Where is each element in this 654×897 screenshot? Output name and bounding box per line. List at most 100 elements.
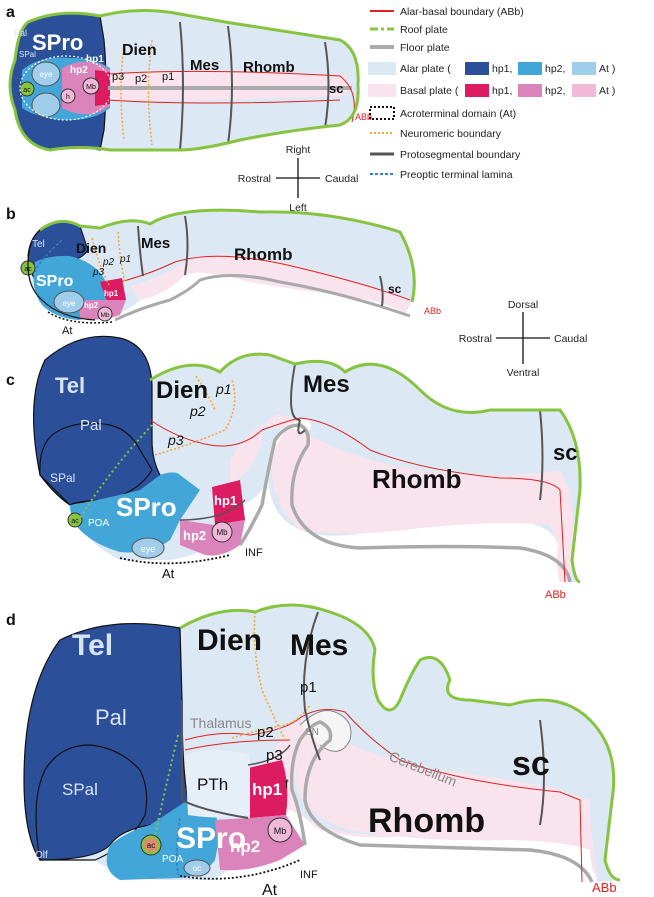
legend-floor: Floor plate [400, 42, 450, 54]
label-c-rhomb: Rhomb [372, 464, 462, 494]
label-d-oc: oc [193, 864, 201, 873]
label-b-hp2: hp2 [84, 301, 99, 310]
label-a-abb: ABb [355, 112, 372, 122]
label-b-p1: p1 [119, 254, 131, 265]
label-d-mb: Mb [274, 826, 287, 836]
label-d-mes: Mes [290, 629, 348, 662]
label-d-p3: p3 [266, 747, 283, 764]
label-c-poa: POA [88, 518, 109, 529]
label-a-p1: p1 [162, 71, 174, 83]
label-b-spro: SPro [36, 273, 74, 290]
label-b-rhomb: Rhomb [234, 245, 293, 264]
panel-label-c: c [6, 372, 15, 389]
label-b-abb: ABb [424, 306, 441, 316]
label-c-hp1: hp1 [214, 493, 237, 508]
label-d-ac: ac [147, 841, 155, 850]
label-c-mb: Mb [216, 528, 228, 537]
panel-label-a: a [6, 4, 15, 21]
label-d-sn: SN [305, 727, 319, 738]
label-a-pal: Pal [14, 28, 27, 38]
axis-dorsal: Dorsal [508, 299, 538, 311]
label-d-hp1: hp1 [252, 780, 282, 799]
label-d-spal: SPal [62, 780, 98, 799]
label-b-p3: p3 [92, 267, 105, 278]
axis-right: Right [286, 144, 311, 156]
label-c-sc: sc [553, 440, 577, 465]
axis-cross-top: Right Left Rostral Caudal [238, 144, 359, 214]
label-b-hp1: hp1 [104, 289, 119, 298]
label-d-sc: sc [512, 745, 550, 783]
label-d-thalamus: Thalamus [190, 715, 251, 731]
label-a-p3: p3 [112, 71, 124, 83]
label-c-tel: Tel [55, 373, 85, 398]
label-d-olf: Olf [35, 850, 48, 861]
axis-ventral: Ventral [507, 367, 540, 379]
label-a-mb: Mb [86, 84, 96, 91]
label-b-p2: p2 [102, 257, 115, 268]
label-a-rhomb: Rhomb [243, 59, 295, 76]
label-b-dien: Dien [76, 240, 106, 256]
label-c-inf: INF [245, 547, 263, 559]
label-b-eye: eye [63, 299, 76, 308]
axis-rostral-side: Rostral [459, 333, 492, 345]
label-c-p3: p3 [167, 432, 184, 448]
label-b-sc: sc [388, 282, 402, 296]
label-c-ac: ac [71, 518, 79, 525]
axis-rostral-top: Rostral [238, 173, 271, 185]
label-d-hp2: hp2 [230, 837, 260, 856]
axis-caudal-side: Caudal [554, 333, 587, 345]
label-b-at: At [62, 325, 72, 337]
legend: Alar-basal boundary (ABb) Roof plate Flo… [368, 6, 615, 181]
label-c-abb: ABb [545, 589, 566, 601]
legend-basal-prefix: Basal plate ( [400, 85, 459, 97]
legend-basal-at: At ) [599, 85, 615, 97]
label-c-at: At [162, 566, 175, 581]
label-d-abb: ABb [592, 880, 617, 895]
label-d-at: At [262, 882, 278, 897]
label-d-pth: PTh [197, 775, 228, 794]
label-a-spal: SPal [19, 50, 36, 59]
panel-a: a eye ac h Mb [6, 4, 372, 152]
label-d-p1: p1 [300, 679, 317, 696]
label-d-f: f [285, 777, 289, 791]
legend-basal-hp2: hp2, [545, 85, 565, 97]
label-d-tel: Tel [72, 629, 113, 662]
legend-alar-prefix: Alar plate ( [400, 63, 451, 75]
label-c-mes: Mes [303, 371, 350, 398]
legend-alar-hp1: hp1, [492, 63, 512, 75]
label-c-pal: Pal [80, 417, 102, 434]
legend-neuromeric: Neuromeric boundary [400, 128, 502, 140]
label-d-p2: p2 [257, 724, 274, 741]
legend-at: Acroterminal domain (At) [400, 108, 516, 120]
legend-alar-at: At ) [599, 63, 615, 75]
panel-c: c eye Mb ac [6, 335, 582, 601]
label-d-pal: Pal [95, 705, 127, 730]
label-c-eye: eye [141, 544, 156, 554]
label-c-spal: SPal [50, 471, 75, 485]
label-c-p1: p1 [215, 381, 232, 397]
legend-preoptic: Preoptic terminal lamina [400, 169, 513, 181]
label-c-p2: p2 [189, 403, 206, 419]
legend-roof: Roof plate [400, 24, 448, 36]
panel-label-b: b [6, 206, 16, 223]
label-c-dien: Dien [156, 377, 208, 404]
label-a-p2: p2 [135, 73, 147, 85]
legend-basal-hp1: hp1, [492, 85, 512, 97]
label-c-spro: SPro [116, 492, 177, 522]
label-d-rhomb: Rhomb [368, 802, 485, 840]
legend-abb: Alar-basal boundary (ABb) [400, 6, 524, 18]
label-b-mes: Mes [141, 235, 170, 252]
label-d-dien: Dien [197, 624, 262, 657]
label-d-poa: POA [162, 854, 183, 865]
legend-proto: Protosegmental boundary [400, 149, 521, 161]
axis-caudal-top: Caudal [325, 173, 358, 185]
label-a-sc: sc [329, 81, 343, 96]
label-d-inf: INF [300, 869, 318, 881]
label-b-tel: Tel [32, 239, 45, 250]
label-c-hp2: hp2 [183, 528, 206, 543]
label-a-hp1: hp1 [86, 54, 104, 65]
legend-alar-hp2: hp2, [545, 63, 565, 75]
panel-label-d: d [6, 612, 16, 629]
panel-b: b eye Mb ac [6, 206, 441, 337]
